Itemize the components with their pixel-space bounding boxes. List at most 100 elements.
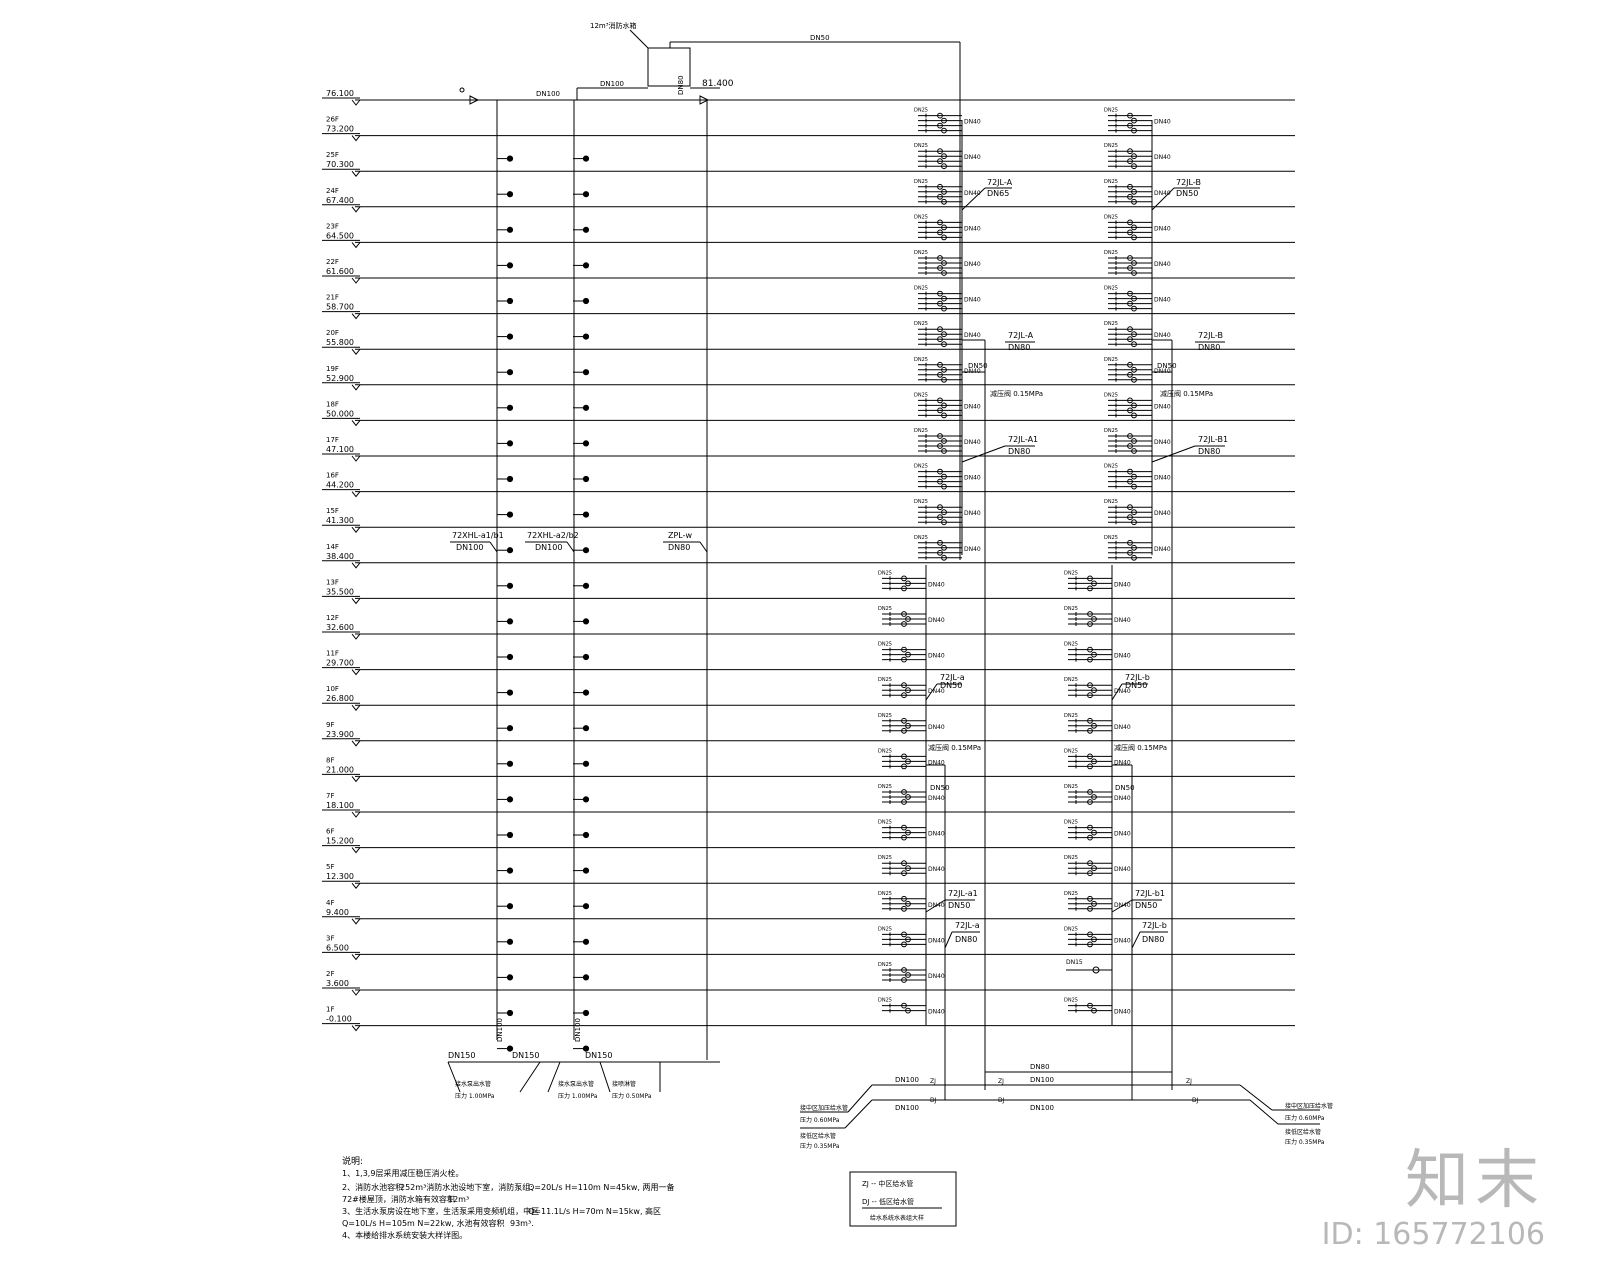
prv-c: 减压阀 0.15MPa xyxy=(928,743,981,752)
fixture-valve xyxy=(1131,153,1137,160)
fixture-dn: DN40 xyxy=(928,795,945,802)
fixture-dn: DN40 xyxy=(1154,332,1171,339)
hydrant-symbol xyxy=(506,1009,514,1017)
fixture-tag: DN25 xyxy=(914,286,928,292)
elevation-mark xyxy=(351,420,361,427)
main-zj-tag-3: ZJ xyxy=(1186,1078,1192,1085)
fixture-valve xyxy=(1087,941,1093,948)
fixture-dn: DN40 xyxy=(1154,510,1171,517)
fixture-valve xyxy=(1131,295,1137,302)
fixture-valve xyxy=(1091,758,1097,765)
fixture-valve xyxy=(901,931,907,938)
fixture-valve xyxy=(905,758,911,765)
hi-b-dn: DN50 xyxy=(1176,189,1198,198)
fixture-valve xyxy=(901,763,907,770)
fixture-dn: DN40 xyxy=(1114,1009,1131,1016)
hydrant-symbol xyxy=(582,653,590,661)
fixture-dn: DN40 xyxy=(1154,475,1171,482)
roof-pipe-dn80: DN80 xyxy=(677,75,685,95)
prv-b: 减压阀 0.15MPa xyxy=(1160,389,1213,398)
hydrant-symbol xyxy=(506,226,514,233)
fixture-valve xyxy=(901,824,907,831)
hydrant-symbols xyxy=(497,155,590,1052)
fixture-valve xyxy=(1131,198,1137,205)
fixture-valve xyxy=(1127,549,1133,556)
riser1-label: 72XHL-a1/b1 xyxy=(452,531,504,540)
fixture-dn: DN40 xyxy=(964,190,981,197)
fixture-tag: DN25 xyxy=(1064,713,1078,719)
fixture-dn: DN40 xyxy=(928,973,945,980)
note-4b: Q=11.1L/s H=70m N=15kw, 高区 xyxy=(528,1206,661,1216)
floor-elevation: 23.900 xyxy=(326,730,354,739)
hydrant-symbol xyxy=(506,653,514,661)
fixture-valve xyxy=(1091,794,1097,800)
fixture-tag: DN25 xyxy=(914,392,928,398)
note-2a: 2、消防水池容积 xyxy=(342,1182,403,1192)
fixture-tag: DN25 xyxy=(878,748,892,754)
fixture-valve xyxy=(1091,936,1097,943)
main-zj-dn: DN100 xyxy=(895,1076,919,1084)
fixture-valve xyxy=(1131,270,1137,276)
fixture-tag: DN25 xyxy=(1064,820,1078,826)
fixture-valve xyxy=(1131,366,1137,373)
left-b-label: 接低区给水管 xyxy=(800,1132,836,1140)
fixture-tag: DN25 xyxy=(1064,855,1078,861)
fixture-valve xyxy=(941,519,947,526)
fixture-valve xyxy=(901,575,907,582)
hydrant-symbol xyxy=(506,547,514,554)
mid-b-valve: DN50 xyxy=(1157,362,1177,370)
fixture-tag: DN25 xyxy=(878,642,892,648)
fixture-valve xyxy=(941,270,947,276)
right-a-press: 压力 0.60MPa xyxy=(1285,1114,1325,1122)
hydrant-symbol xyxy=(506,903,514,910)
fixture-tag: DN25 xyxy=(878,855,892,861)
fixture-valve xyxy=(1127,371,1133,378)
fixture-tag: DN25 xyxy=(1064,677,1078,683)
fixture-valve xyxy=(1127,433,1133,439)
hydrant-symbol xyxy=(506,155,514,162)
floor-level: 16F xyxy=(326,472,339,480)
fixture-valve xyxy=(1087,682,1093,689)
floor-level: 23F xyxy=(326,222,339,230)
hydrant-symbol xyxy=(506,333,514,340)
fixture-valve xyxy=(1131,188,1137,195)
fixture-valve xyxy=(1087,834,1093,841)
hydrant-symbol xyxy=(582,689,590,696)
hydrant-symbol xyxy=(582,404,590,411)
fixture-valve xyxy=(905,616,911,622)
fixture-dn: DN40 xyxy=(1114,688,1131,695)
main-zj-dn-r: DN100 xyxy=(1030,1076,1054,1084)
fixture-valve xyxy=(1127,397,1133,404)
fixture-valve xyxy=(1087,763,1093,770)
riser2-label: 72XHL-a2/b2 xyxy=(527,531,579,540)
pump-a-label: 接水泵出水管 xyxy=(455,1080,491,1088)
fixture-valve xyxy=(1127,290,1133,297)
fixture-valve xyxy=(1131,544,1137,551)
supply-risers: 72JL-A DN65 72JL-B DN50 72JL-A DN80 DN50… xyxy=(925,120,1228,1090)
fixture-valve xyxy=(905,1007,911,1014)
fixture-valve xyxy=(941,376,947,383)
elevation-mark xyxy=(351,277,361,284)
floor-labels: 76.10026F73.20025F70.30024F67.40023F64.5… xyxy=(326,89,354,1024)
fixture-valve xyxy=(901,646,907,653)
main-dn80: DN80 xyxy=(1030,1063,1050,1071)
floor-elevation: 44.200 xyxy=(326,481,354,490)
fixture-dn: DN40 xyxy=(964,154,981,161)
elevation-mark xyxy=(351,1025,361,1032)
fixture-valve xyxy=(905,651,911,658)
fixture-valve xyxy=(901,585,907,592)
fixture-valve xyxy=(1127,468,1133,475)
hydrant-symbol xyxy=(582,903,590,910)
fixture-valve xyxy=(1127,183,1133,190)
roof-pipe-dn50: DN50 xyxy=(810,34,830,42)
fixture-valve xyxy=(901,621,907,627)
